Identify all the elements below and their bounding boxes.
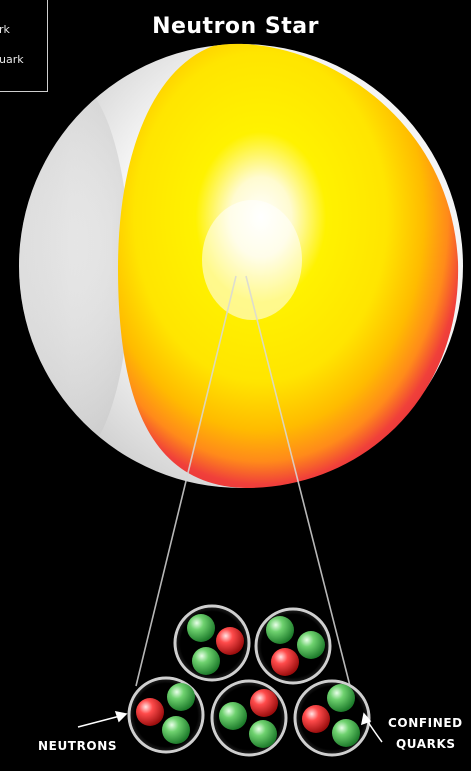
- confined-quarks-label-line-2: QUARKS: [396, 737, 456, 752]
- neutron: [212, 681, 286, 755]
- neutron: [129, 678, 203, 752]
- neutron: [175, 606, 249, 680]
- neutron: [256, 609, 330, 683]
- confined-quarks-label-line-1: CONFINED: [388, 716, 463, 731]
- neutron-cluster: [129, 606, 369, 755]
- neutrons-arrow: [78, 712, 126, 727]
- neutrons-label: NEUTRONS: [38, 739, 117, 754]
- neutron: [295, 681, 369, 755]
